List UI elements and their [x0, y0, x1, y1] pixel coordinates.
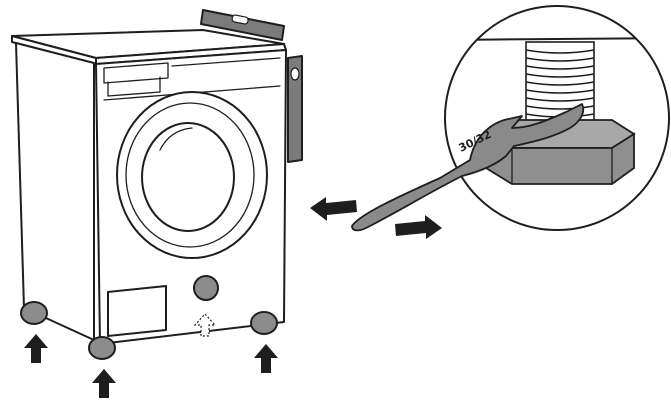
door-ring-inner: [125, 102, 255, 248]
machine-side: [15, 42, 95, 341]
arrow-up-left: [24, 334, 48, 363]
bolt-threads: [525, 49, 595, 126]
door-glass: [141, 122, 235, 232]
drawer-handle: [107, 76, 161, 97]
level-bubble-top: [231, 14, 249, 25]
foot-front-right: [250, 311, 278, 335]
foot-front-left: [88, 336, 116, 360]
arrow-up-center: [92, 369, 116, 398]
detergent-drawer: [103, 62, 169, 84]
arrow-up-right: [254, 344, 278, 373]
zoom-circle-border: [444, 5, 670, 231]
control-line: [171, 57, 281, 67]
spirit-level-icon: [200, 9, 285, 41]
spirit-level-side-icon: [287, 55, 303, 163]
arrow-right-icon: [395, 215, 442, 239]
spirit-level-top: [200, 9, 285, 41]
spirit-level-side: [287, 55, 303, 163]
arrow-up-icon: [24, 334, 278, 398]
arrow-left-icon: [310, 197, 357, 221]
hidden-foot-arrow: [193, 313, 217, 337]
wrench-icon: 30/32: [351, 103, 585, 232]
hex-nut-body: [485, 132, 635, 185]
service-panel: [107, 285, 167, 337]
door-glass-reflection: [159, 127, 193, 151]
foot-rear-left: [20, 301, 48, 325]
wrench-body: [351, 103, 585, 232]
level-bubble-side: [290, 67, 300, 81]
washing-machine: [11, 29, 287, 360]
pump-filter-cap: [193, 275, 219, 301]
